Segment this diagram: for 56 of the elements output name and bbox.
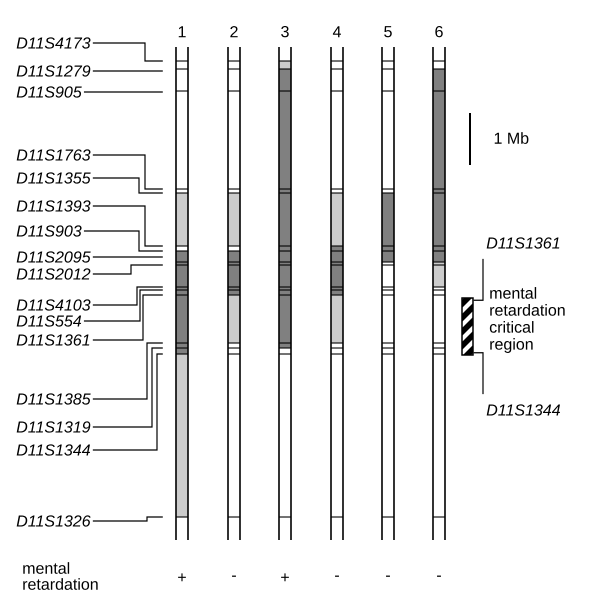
phenotype-sign: +	[281, 573, 289, 582]
node-label: 5	[384, 26, 392, 38]
chromosome-bar: 5	[381, 26, 395, 541]
marker-label: D11S1326	[16, 515, 91, 527]
leader-line	[92, 177, 163, 194]
phenotype-sign: +	[178, 573, 186, 582]
marker-label: D11S4103	[16, 299, 90, 311]
leader-line	[92, 205, 163, 247]
marker-label: D11S1361	[486, 237, 560, 249]
phenotype-sign: -	[386, 576, 390, 577]
scale-label: 1 Mb	[494, 132, 528, 144]
marker-label: D11S1344	[486, 404, 560, 416]
leader-line	[92, 42, 163, 62]
node-label: 6	[435, 26, 443, 38]
marker-label: D11S2012	[16, 268, 90, 280]
leader-line	[92, 347, 163, 428]
leader-line	[84, 289, 163, 322]
node-label: 3	[281, 26, 289, 38]
marker-label: D11S1279	[16, 65, 90, 77]
critical-region-bar	[461, 297, 474, 356]
marker-label: D11S2095	[16, 251, 91, 263]
phenotype-sign: -	[232, 576, 236, 577]
phenotype-sign: -	[335, 576, 339, 577]
leader-line	[92, 353, 163, 451]
chromosome-bar: 3	[278, 26, 292, 541]
chromosome-bar: 1	[175, 26, 189, 541]
leader-line	[84, 230, 163, 252]
marker-label: D11S903	[16, 225, 82, 237]
node-label: 2	[230, 26, 238, 38]
node-label: 4	[332, 26, 341, 38]
leader-line	[92, 256, 163, 258]
leader-line	[92, 516, 163, 522]
marker-label: D11S1763	[16, 149, 90, 161]
leader-line	[92, 286, 163, 306]
marker-label: D11S1344	[16, 444, 90, 456]
marker-label: D11S1361	[16, 334, 90, 346]
leader-line	[92, 294, 163, 341]
marker-label: D11S1393	[16, 200, 90, 212]
marker-label: D11S905	[16, 86, 82, 98]
marker-label: D11S1319	[16, 421, 90, 433]
leader-line	[92, 154, 163, 190]
chromosome-bar: 6	[432, 26, 446, 541]
marker-label: D11S1385	[16, 393, 91, 405]
row-label: mental retardation	[23, 562, 98, 590]
marker-label: D11S1355	[16, 172, 91, 184]
node-label: 1	[178, 26, 186, 38]
marker-label: D11S554	[16, 315, 82, 327]
leader-line	[92, 342, 163, 400]
chromosome-bar: 2	[227, 26, 241, 541]
chromosome-bar: 4	[330, 26, 344, 541]
marker-label: D11S4173	[16, 37, 90, 49]
leader-line	[92, 264, 163, 275]
region-label: mental retardation critical region	[490, 287, 565, 353]
leader-line	[92, 70, 163, 72]
leader-line	[84, 91, 163, 93]
phenotype-sign: -	[437, 576, 441, 577]
